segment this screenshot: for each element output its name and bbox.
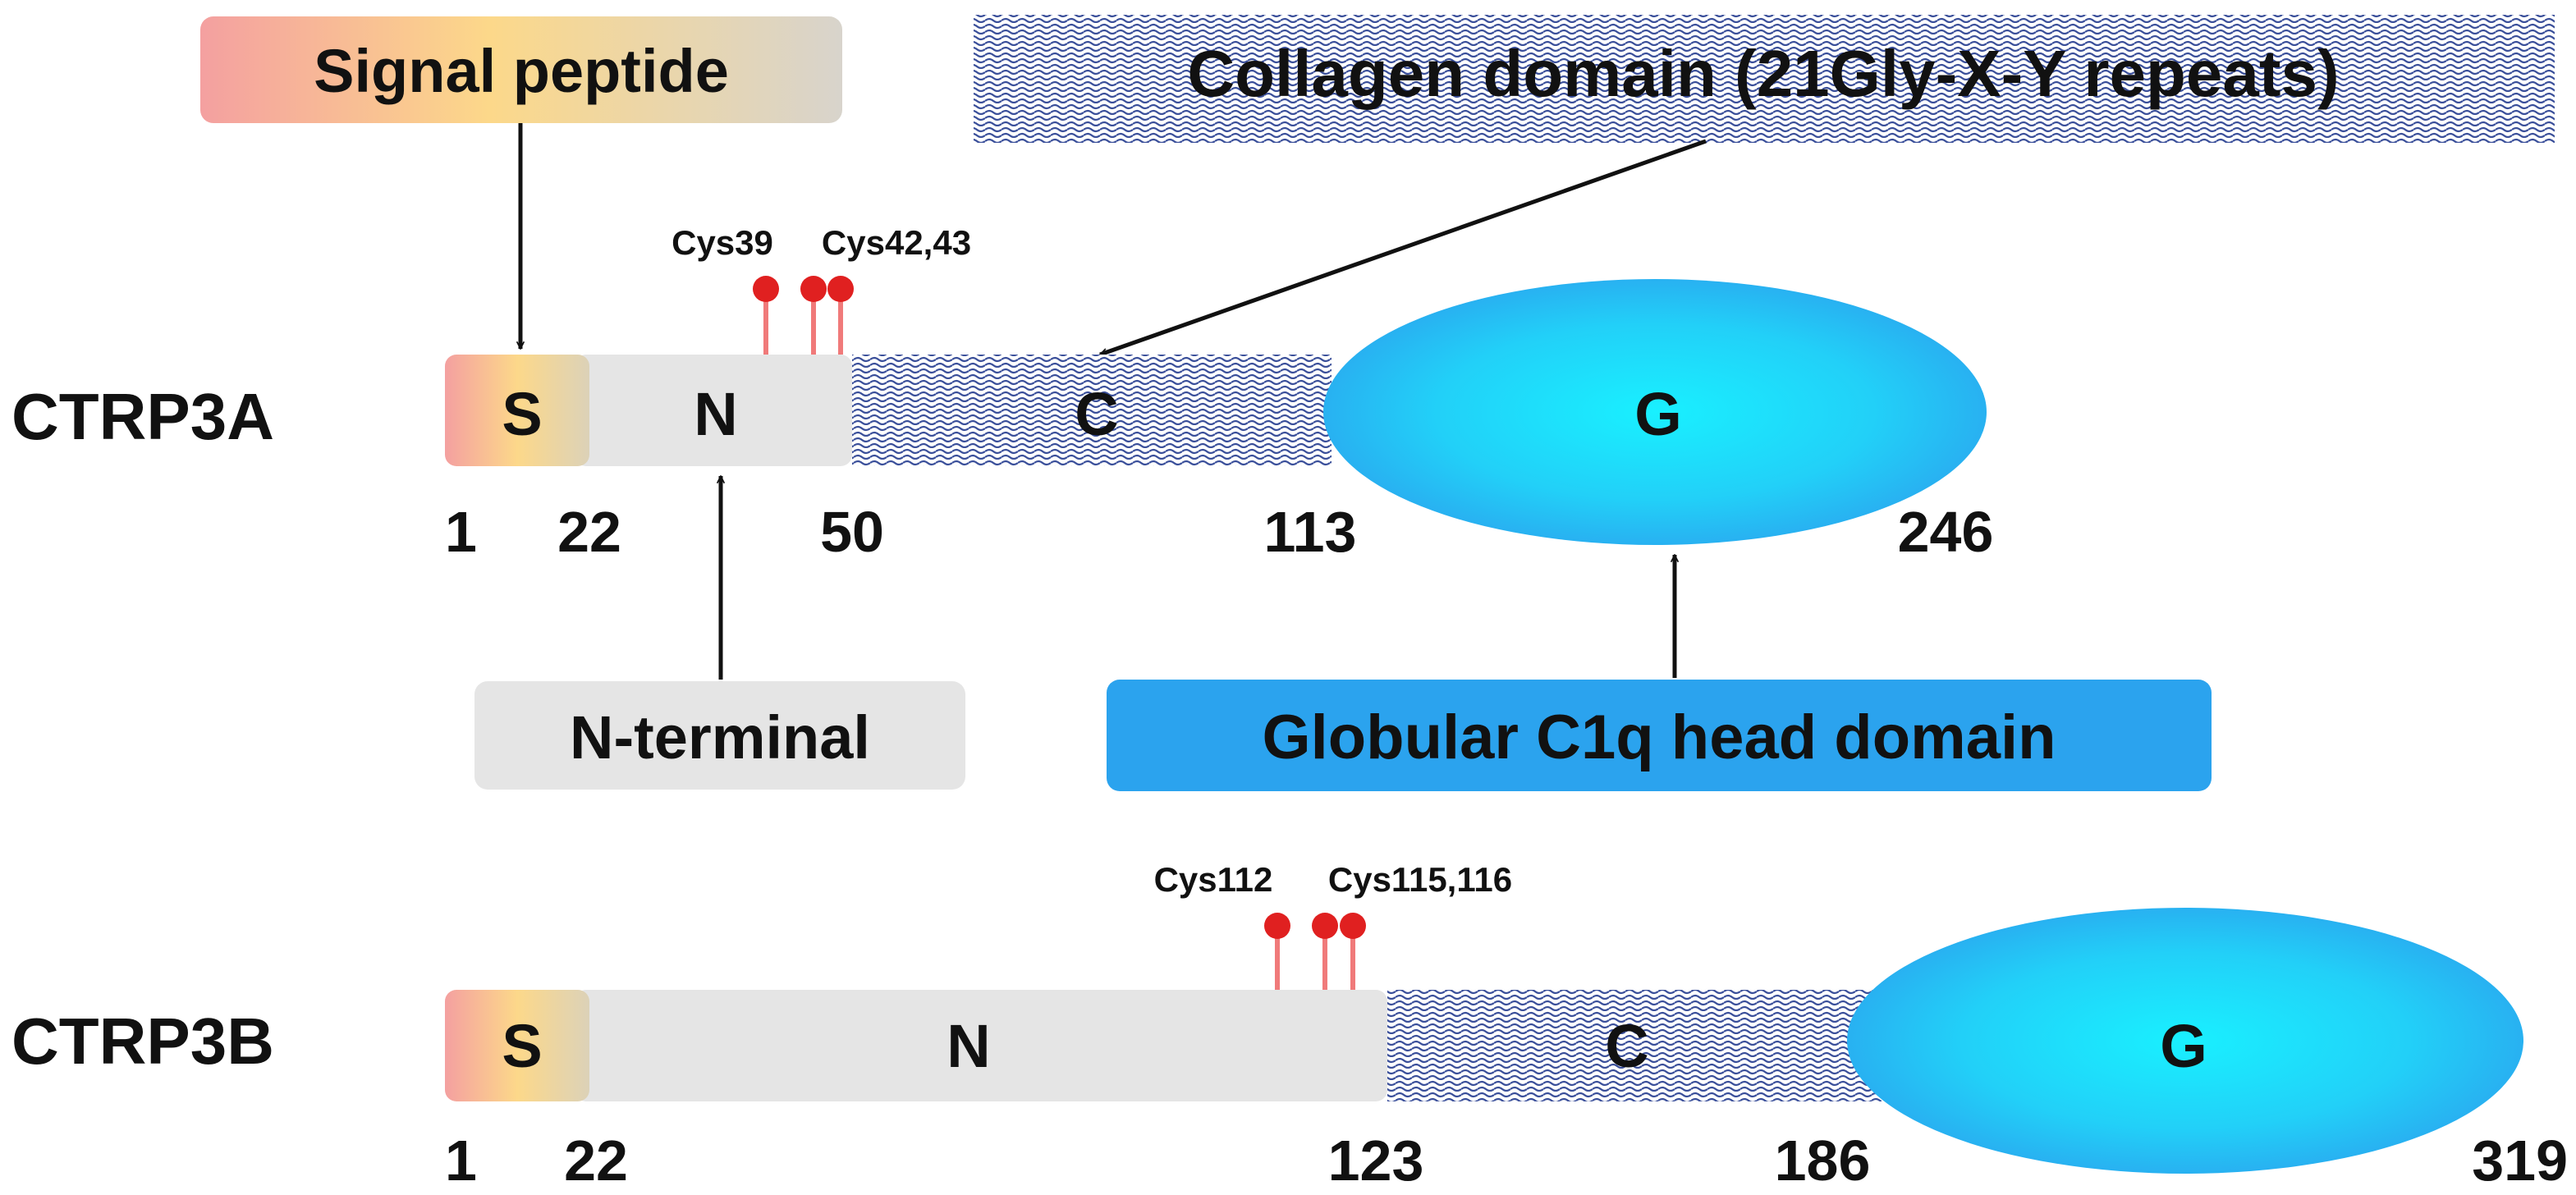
- collagen-domain-callout: Collagen domain (21Gly-X-Y repeats): [974, 15, 2555, 143]
- ctrp3a-position-4: 113: [1264, 500, 1357, 564]
- ctrp3a-signal-peptide-domain: [445, 355, 589, 466]
- n-terminal-callout: N-terminal: [474, 681, 965, 790]
- ctrp3a-cys-label-1: Cys39: [672, 223, 773, 262]
- n-terminal-label: N-terminal: [570, 703, 870, 771]
- ctrp3a-name: CTRP3A: [11, 380, 274, 453]
- ctrp3a-s-label: S: [502, 380, 542, 448]
- ctrp3b-s-label: S: [502, 1012, 542, 1080]
- signal-peptide-label: Signal peptide: [314, 37, 729, 105]
- ctrp3a-collagen-domain: [852, 355, 1332, 466]
- ctrp3a-cys-markers: Cys39 Cys42,43: [672, 223, 971, 355]
- ctrp3a-globular-domain: [1323, 279, 1987, 545]
- ctrp3b-cys-label-1: Cys112: [1154, 860, 1273, 899]
- ctrp3b-row: CTRP3B Cys112 Cys115,116 S N C G 1 22 12…: [11, 860, 2568, 1193]
- ctrp3a-n-label: N: [694, 380, 737, 448]
- ctrp3a-n-terminal-domain: [575, 355, 852, 466]
- ctrp3a-position-5: 246: [1898, 500, 1994, 564]
- ctrp3b-name: CTRP3B: [11, 1005, 274, 1078]
- cys-marker: [753, 276, 779, 302]
- n-terminal-label-box: [474, 681, 965, 790]
- ctrp3b-position-1: 1: [445, 1129, 477, 1193]
- collagen-domain-arrow: [1100, 139, 1707, 357]
- globular-head-label-box: [1107, 680, 2212, 791]
- globular-head-callout: Globular C1q head domain: [1107, 680, 2212, 791]
- ctrp3b-position-4: 186: [1775, 1129, 1871, 1193]
- ctrp3b-cys-label-2: Cys115,116: [1328, 860, 1512, 899]
- collagen-domain-label-box: [974, 15, 2555, 143]
- cys-marker: [827, 276, 854, 302]
- ctrp3b-c-label: C: [1605, 1012, 1648, 1080]
- cys-marker: [1312, 913, 1338, 939]
- cys-marker: [800, 276, 827, 302]
- ctrp3a-c-label: C: [1075, 380, 1118, 448]
- ctrp3a-g-label: G: [1634, 380, 1682, 448]
- signal-peptide-callout: Signal peptide: [200, 16, 842, 123]
- ctrp3b-globular-domain: [1847, 908, 2523, 1174]
- ctrp3b-g-label: G: [2160, 1012, 2207, 1080]
- collagen-domain-label: Collagen domain (21Gly-X-Y repeats): [1187, 37, 2339, 110]
- cys-marker: [1264, 913, 1290, 939]
- ctrp3b-collagen-domain: [1387, 990, 1882, 1101]
- ctrp3a-position-3: 50: [820, 500, 884, 564]
- ctrp3b-signal-peptide-domain: [445, 990, 589, 1101]
- ctrp3b-cys-markers: Cys112 Cys115,116: [1154, 860, 1512, 990]
- ctrp3a-position-1: 1: [445, 500, 477, 564]
- ctrp3a-position-2: 22: [557, 500, 621, 564]
- globular-head-label: Globular C1q head domain: [1263, 703, 2056, 772]
- ctrp3b-n-label: N: [947, 1012, 990, 1080]
- ctrp3a-row: CTRP3A Cys39 Cys42,43 S N C G 1 22 50 11…: [11, 223, 1993, 564]
- cys-marker: [1340, 913, 1366, 939]
- ctrp3b-position-3: 123: [1328, 1129, 1424, 1193]
- signal-peptide-label-box: [200, 16, 842, 123]
- ctrp3b-position-5: 319: [2472, 1129, 2568, 1193]
- ctrp3b-n-terminal-domain: [575, 990, 1387, 1101]
- ctrp3a-cys-label-2: Cys42,43: [822, 223, 971, 262]
- ctrp3b-position-2: 22: [564, 1129, 628, 1193]
